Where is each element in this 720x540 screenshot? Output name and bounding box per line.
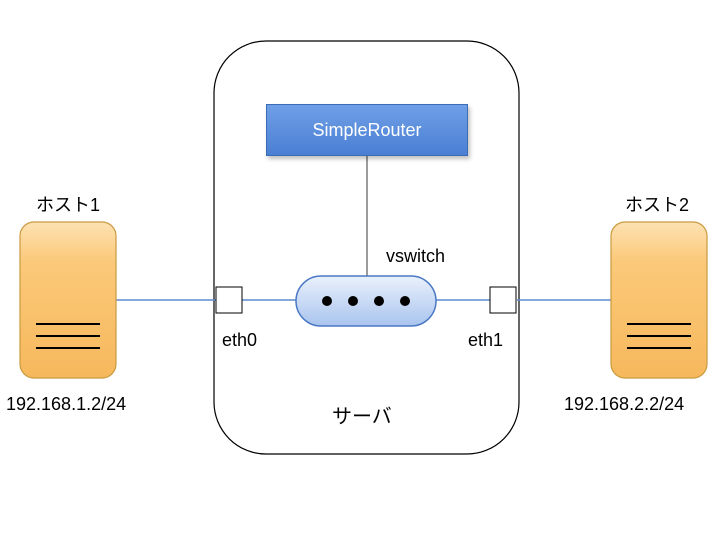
simple-router-node: SimpleRouter bbox=[266, 104, 468, 156]
vswitch-port-dot bbox=[400, 296, 410, 306]
host2-node bbox=[610, 221, 708, 379]
vswitch-node bbox=[295, 275, 437, 327]
host2-ip: 192.168.2.2/24 bbox=[564, 394, 685, 414]
vswitch-label: vswitch bbox=[386, 246, 446, 266]
host1-ip: 192.168.1.2/24 bbox=[6, 394, 127, 414]
vswitch-port-dot bbox=[322, 296, 332, 306]
vswitch-port-dot bbox=[374, 296, 384, 306]
vswitch-ports bbox=[322, 296, 410, 306]
vswitch-port-dot bbox=[348, 296, 358, 306]
eth1-port bbox=[489, 286, 517, 314]
host2-name: ホスト2 bbox=[625, 195, 690, 215]
eth0-port bbox=[215, 286, 243, 314]
eth1-label: eth1 bbox=[468, 330, 504, 350]
eth0-label: eth0 bbox=[222, 330, 258, 350]
host1-name: ホスト1 bbox=[36, 195, 101, 215]
server-label: サーバ bbox=[332, 406, 392, 428]
simple-router-label: SimpleRouter bbox=[312, 119, 422, 140]
host1-node bbox=[19, 221, 117, 379]
